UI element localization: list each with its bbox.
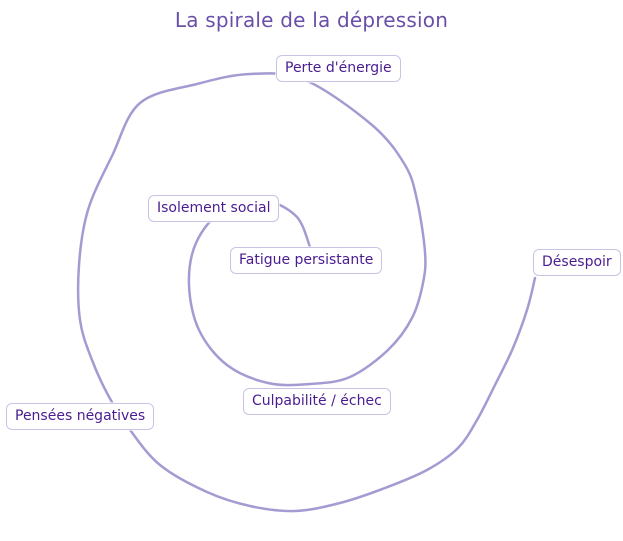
figure-title: La spirale de la dépression: [174, 8, 449, 32]
node-label-perte-denergie: Perte d'énergie: [276, 55, 401, 82]
node-label-culpabilite-echec: Culpabilité / échec: [243, 388, 391, 415]
node-label-isolement-social: Isolement social: [148, 195, 280, 222]
node-label-fatigue-persistante: Fatigue persistante: [230, 247, 383, 274]
node-label-pensees-negatives: Pensées négatives: [6, 403, 155, 430]
spiral-path: [76, 72, 537, 513]
node-label-desespoir: Désespoir: [533, 249, 621, 276]
